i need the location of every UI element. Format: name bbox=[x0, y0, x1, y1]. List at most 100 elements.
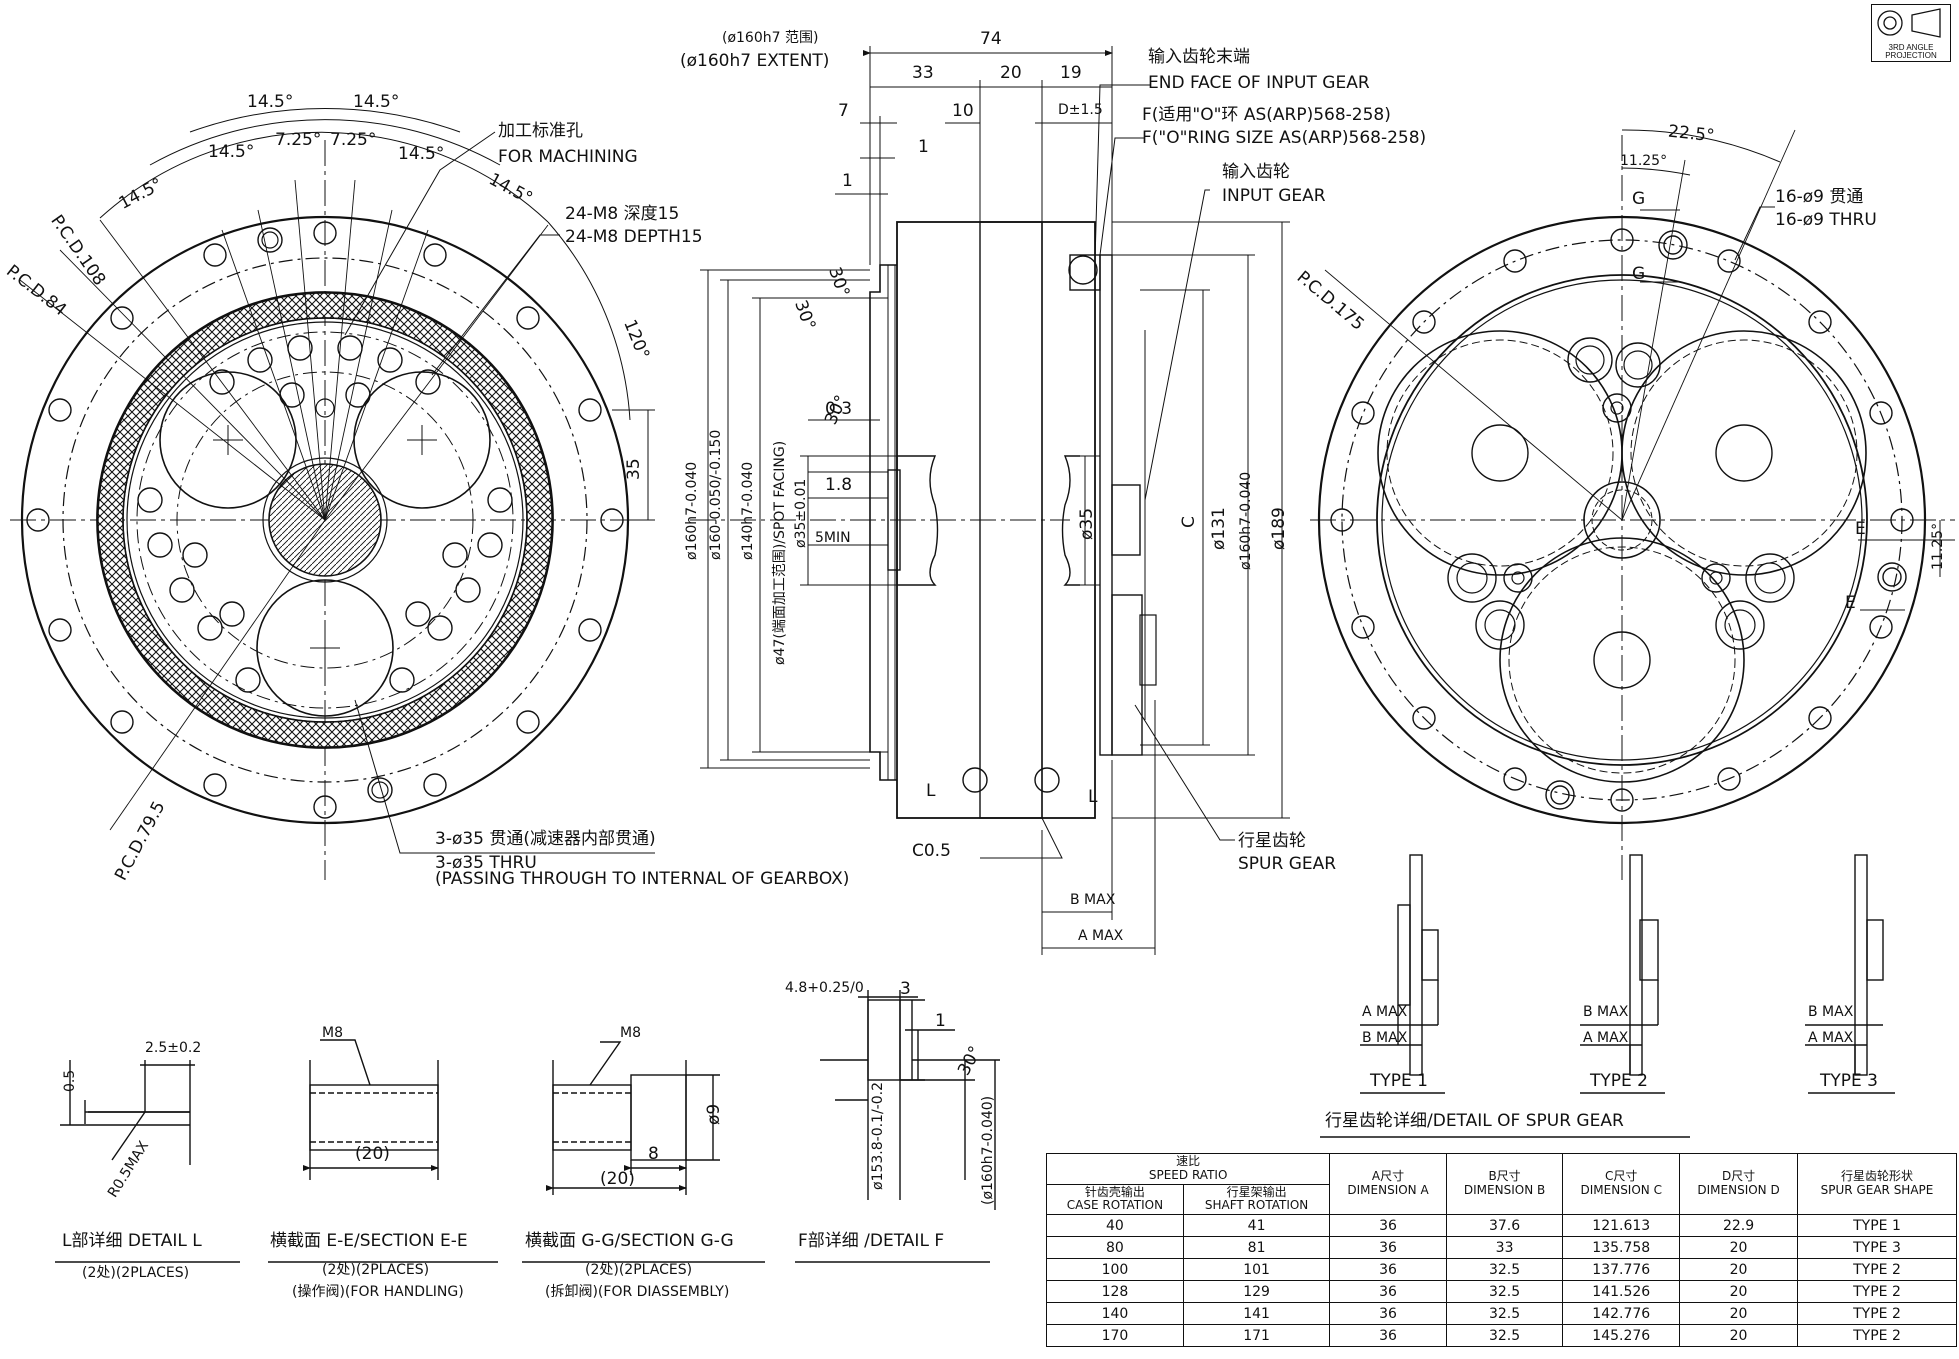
section-g-marker: G bbox=[1632, 189, 1646, 209]
angle-label: 11.25° bbox=[1620, 153, 1668, 169]
dimension-label: 4.8+0.25/0 bbox=[785, 980, 864, 996]
dimension-label: 20 bbox=[1000, 63, 1022, 83]
section-g-drawing bbox=[522, 1041, 765, 1263]
table-cell: 20 bbox=[1679, 1302, 1799, 1326]
shaft-rotation-header: 行星架输出 SHAFT ROTATION bbox=[1182, 1183, 1331, 1216]
table-cell: 32.5 bbox=[1445, 1302, 1564, 1326]
table-cell: 100 bbox=[1046, 1258, 1184, 1282]
table-cell: 141 bbox=[1182, 1302, 1331, 1326]
table-cell: 20 bbox=[1679, 1236, 1799, 1260]
dimension-label: 0.3 bbox=[825, 399, 853, 419]
type2-label: TYPE 2 bbox=[1590, 1071, 1648, 1091]
chamfer-label: C0.5 bbox=[912, 841, 951, 861]
callout-input-gear-cn: 输入齿轮 bbox=[1222, 162, 1290, 182]
angle-label: 14.5° bbox=[398, 144, 445, 164]
callout-thru-cn: 3-ø35 贯通(减速器内部贯通) bbox=[435, 829, 656, 849]
section-e-title: 横截面 E-E/SECTION E-E bbox=[270, 1231, 468, 1251]
table-cell: TYPE 2 bbox=[1797, 1324, 1957, 1348]
detail-l-marker: L bbox=[926, 781, 936, 801]
dimension-label: 7 bbox=[838, 101, 849, 121]
dimension-label: 1.8 bbox=[825, 475, 853, 495]
callout-spur-gear-cn: 行星齿轮 bbox=[1238, 831, 1306, 851]
table-cell: 171 bbox=[1182, 1324, 1331, 1348]
detail-f-drawing bbox=[795, 990, 1000, 1263]
table-cell: 141.526 bbox=[1562, 1280, 1681, 1304]
dimension-label: 74 bbox=[980, 29, 1002, 49]
table-cell: 142.776 bbox=[1562, 1302, 1681, 1326]
angle-label: 14.5° bbox=[208, 142, 255, 162]
angle-label: 7.25° bbox=[330, 130, 377, 150]
callout-tap-cn: 24-M8 深度15 bbox=[565, 204, 680, 224]
diameter-label: ø160-0.050/-0.150 bbox=[708, 429, 724, 560]
dimension-label: 3 bbox=[900, 979, 911, 999]
table-cell: 20 bbox=[1679, 1324, 1799, 1348]
table-cell: 36 bbox=[1329, 1324, 1447, 1348]
dimension-label: (20) bbox=[600, 1169, 635, 1189]
table-cell: TYPE 2 bbox=[1797, 1258, 1957, 1282]
dimension-label: 1 bbox=[842, 171, 853, 191]
table-cell: TYPE 3 bbox=[1797, 1236, 1957, 1260]
dimension-label: 5MIN bbox=[815, 530, 851, 546]
diameter-label: ø35 bbox=[1077, 507, 1097, 540]
diameter-label: (ø160h7-0.040) bbox=[980, 1095, 996, 1205]
type3-upper-label: B MAX bbox=[1808, 1004, 1854, 1020]
dimension-label: 10 bbox=[952, 101, 974, 121]
angle-label: 14.5° bbox=[247, 92, 294, 112]
diameter-label: ø9 bbox=[704, 1103, 724, 1125]
type2-lower-label: A MAX bbox=[1583, 1030, 1629, 1046]
diameter-label: ø140h7-0.040 bbox=[740, 461, 756, 560]
callout-holes-en: 16-ø9 THRU bbox=[1775, 210, 1877, 230]
detail-f-title: F部详细 /DETAIL F bbox=[798, 1231, 945, 1251]
section-g-title: 横截面 G-G/SECTION G-G bbox=[525, 1231, 734, 1251]
section-view bbox=[690, 46, 1290, 955]
table-cell: TYPE 1 bbox=[1797, 1214, 1957, 1238]
table-cell: 36 bbox=[1329, 1236, 1447, 1260]
detail-l-marker: L bbox=[1088, 787, 1098, 807]
angle-label: 7.25° bbox=[275, 130, 322, 150]
dimension-label: 1 bbox=[935, 1011, 946, 1031]
dimension-label: 19 bbox=[1060, 63, 1082, 83]
table-cell: 32.5 bbox=[1445, 1324, 1564, 1348]
diameter-label: ø189 bbox=[1269, 507, 1289, 550]
spur-gear-table: 速比 SPEED RATIO A尺寸 DIMENSION A B尺寸 DIMEN… bbox=[1045, 1152, 1957, 1348]
table-cell: 81 bbox=[1182, 1236, 1331, 1260]
type2-upper-label: B MAX bbox=[1583, 1004, 1629, 1020]
callout-oring-en: F("O"RING SIZE AS(ARP)568-258) bbox=[1142, 128, 1427, 148]
dimension-label: 35 bbox=[624, 458, 644, 480]
type1-upper-label: A MAX bbox=[1362, 1004, 1408, 1020]
table-cell: 36 bbox=[1329, 1258, 1447, 1282]
table-cell: 36 bbox=[1329, 1214, 1447, 1238]
callout-holes-cn: 16-ø9 贯通 bbox=[1775, 187, 1864, 207]
callout-machining-en: FOR MACHINING bbox=[498, 147, 638, 167]
table-cell: 101 bbox=[1182, 1258, 1331, 1282]
table-cell: 20 bbox=[1679, 1280, 1799, 1304]
section-e-marker: E bbox=[1845, 593, 1856, 613]
type1-label: TYPE 1 bbox=[1370, 1071, 1428, 1091]
table-cell: 145.276 bbox=[1562, 1324, 1681, 1348]
diameter-label: ø47(端面加工范围)/SPOT FACING) bbox=[772, 440, 788, 665]
thread-label: M8 bbox=[620, 1025, 641, 1041]
callout-tap-en: 24-M8 DEPTH15 bbox=[565, 227, 703, 247]
diameter-label: ø131 bbox=[1209, 507, 1229, 550]
angle-label: 11.25° bbox=[1930, 522, 1946, 570]
detail-l-sub: (2处)(2PLACES) bbox=[82, 1265, 190, 1281]
table-cell: 41 bbox=[1182, 1214, 1331, 1238]
table-cell: TYPE 2 bbox=[1797, 1302, 1957, 1326]
type3-label: TYPE 3 bbox=[1820, 1071, 1878, 1091]
spur-gear-detail-title: 行星齿轮详细/DETAIL OF SPUR GEAR bbox=[1325, 1111, 1624, 1131]
detail-l-drawing bbox=[55, 1060, 240, 1263]
dimension-label: 2.5±0.2 bbox=[145, 1040, 202, 1056]
table-cell: 32.5 bbox=[1445, 1280, 1564, 1304]
callout-thru-en2: (PASSING THROUGH TO INTERNAL OF GEARBOX) bbox=[435, 869, 850, 889]
dimension-label: 0.5 bbox=[62, 1069, 78, 1092]
table-cell: 135.758 bbox=[1562, 1236, 1681, 1260]
thread-label: M8 bbox=[322, 1025, 343, 1041]
diameter-label: ø35±0.01 bbox=[793, 478, 809, 548]
dim-a-header: A尺寸 DIMENSION A bbox=[1329, 1152, 1447, 1216]
table-cell: 170 bbox=[1046, 1324, 1184, 1348]
